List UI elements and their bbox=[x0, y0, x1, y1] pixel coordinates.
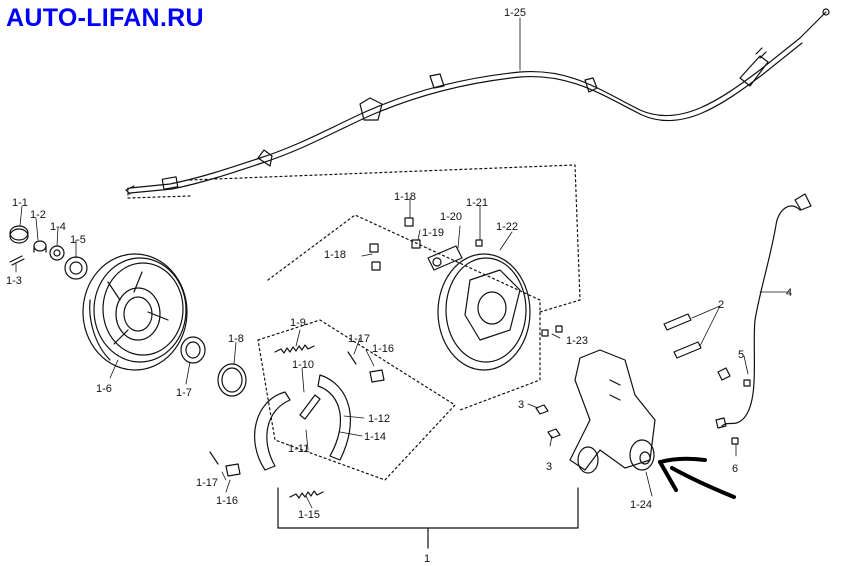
washer bbox=[49, 245, 65, 261]
dotted-outline-shoes bbox=[257, 319, 456, 481]
outer-bearing bbox=[64, 256, 88, 280]
label-3-upper: 3 bbox=[518, 399, 524, 411]
label-1: 1 bbox=[424, 553, 430, 565]
brake-drum bbox=[82, 253, 188, 371]
parking-brake-cable bbox=[125, 8, 830, 195]
label-2: 2 bbox=[718, 299, 724, 311]
hold-down-pin-lower bbox=[209, 451, 219, 465]
site-title: AUTO-LIFAN.RU bbox=[6, 4, 204, 32]
label-3-lower: 3 bbox=[546, 461, 552, 473]
label-1-9: 1-9 bbox=[290, 317, 306, 329]
label-1-6: 1-6 bbox=[96, 383, 112, 395]
label-1-11: 1-11 bbox=[288, 443, 309, 455]
dotted-outline-cable bbox=[127, 164, 581, 313]
abs-sensor-wire bbox=[715, 193, 812, 429]
group-bracket bbox=[277, 487, 579, 549]
label-1-20: 1-20 bbox=[440, 211, 462, 223]
label-1-3: 1-3 bbox=[6, 275, 22, 287]
label-1-23: 1-23 bbox=[566, 335, 588, 347]
label-1-16-upper: 1-16 bbox=[372, 343, 394, 355]
label-1-24: 1-24 bbox=[630, 499, 652, 511]
label-1-19: 1-19 bbox=[422, 227, 444, 239]
label-1-4: 1-4 bbox=[50, 221, 66, 233]
label-1-1: 1-1 bbox=[12, 197, 28, 209]
bolt-lower bbox=[673, 341, 702, 359]
leader-lines bbox=[15, 17, 791, 509]
label-6: 6 bbox=[732, 463, 738, 475]
label-1-16-lower: 1-16 bbox=[216, 495, 238, 507]
label-1-14: 1-14 bbox=[364, 431, 386, 443]
bolt-upper bbox=[663, 313, 692, 331]
part-labels: 1-25 1-1 1-2 1-4 1-5 1-3 1-6 1-7 1-8 1-9… bbox=[6, 7, 792, 565]
brake-shoe-right bbox=[317, 374, 351, 461]
return-spring-lower bbox=[289, 490, 324, 499]
hub-nut bbox=[33, 240, 47, 253]
label-1-15: 1-15 bbox=[298, 509, 320, 521]
label-1-8: 1-8 bbox=[228, 333, 244, 345]
label-1-18-lower: 1-18 bbox=[324, 249, 346, 261]
nut-lower bbox=[547, 428, 561, 439]
inner-bearing bbox=[180, 336, 206, 364]
hand-drawn-arrow bbox=[658, 456, 736, 499]
label-1-22: 1-22 bbox=[496, 221, 518, 233]
label-1-18-upper: 1-18 bbox=[394, 191, 416, 203]
label-1-25: 1-25 bbox=[504, 7, 526, 19]
hub-cap bbox=[9, 225, 29, 244]
brake-shoe-left bbox=[254, 391, 291, 471]
label-1-10: 1-10 bbox=[292, 359, 314, 371]
label-1-5: 1-5 bbox=[70, 234, 86, 246]
label-1-17-lower: 1-17 bbox=[196, 477, 218, 489]
nut-upper bbox=[535, 404, 549, 415]
label-1-7: 1-7 bbox=[176, 387, 192, 399]
oil-seal bbox=[217, 363, 247, 397]
return-spring-upper bbox=[274, 344, 315, 354]
wheel-cylinder bbox=[427, 245, 463, 271]
label-1-12: 1-12 bbox=[368, 413, 390, 425]
label-4: 4 bbox=[786, 287, 792, 299]
brake-backing-plate bbox=[437, 253, 531, 371]
label-5: 5 bbox=[738, 349, 744, 361]
label-1-17-upper: 1-17 bbox=[348, 333, 370, 345]
label-1-21: 1-21 bbox=[466, 197, 488, 209]
cotter-pin bbox=[9, 255, 25, 266]
label-1-2: 1-2 bbox=[30, 209, 46, 221]
trailing-arm bbox=[569, 349, 656, 474]
adjuster-lever bbox=[299, 394, 321, 420]
dotted-outline-plate bbox=[267, 214, 541, 411]
hold-down-pin-upper bbox=[347, 351, 357, 365]
sensor-bolt bbox=[731, 379, 751, 445]
hold-down-clip-lower bbox=[225, 463, 241, 477]
hold-down-clip-upper bbox=[369, 369, 385, 383]
